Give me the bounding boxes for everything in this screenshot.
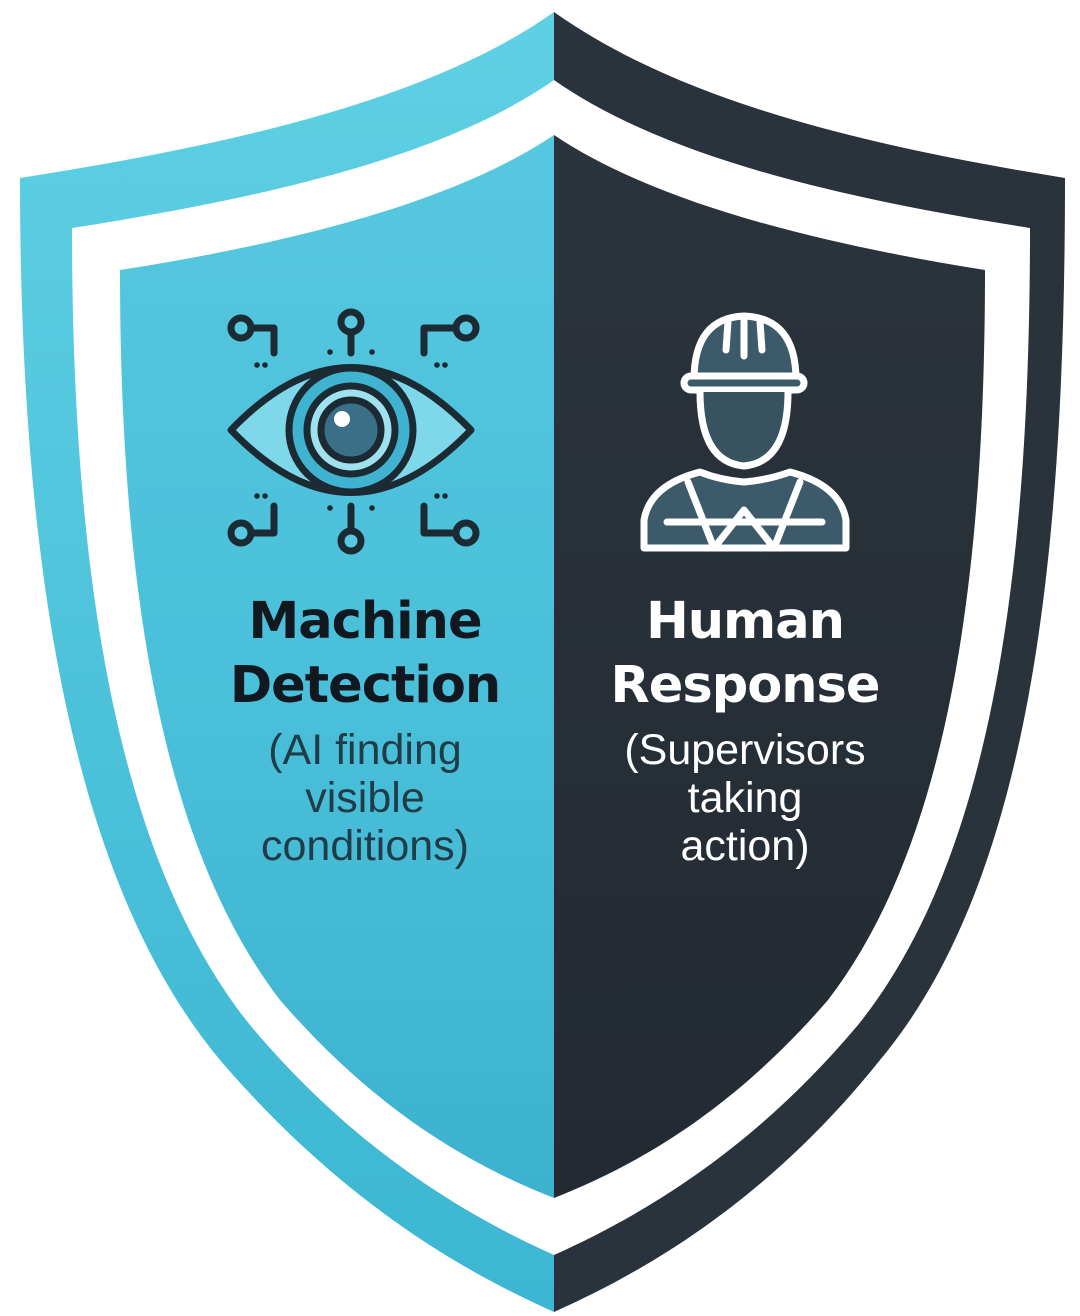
left-subtitle-line-2: visible [305, 774, 425, 822]
shield-inner [120, 135, 985, 1198]
left-title-line-1: Machine [248, 592, 482, 651]
right-title-line-2: Response [610, 656, 880, 715]
worker-hardhat-icon [640, 312, 850, 552]
right-title-line-1: Human [646, 592, 845, 651]
right-subtitle-line-3: action) [680, 822, 810, 870]
circuit-dots [254, 349, 448, 511]
left-subtitle-line-1: (AI finding [268, 726, 462, 774]
human-response-label: Human Response (Supervisors taking actio… [560, 590, 930, 870]
left-title-line-2: Detection [229, 656, 501, 715]
machine-detection-label: Machine Detection (AI finding visible co… [190, 590, 540, 870]
ai-eye-circuit-icon [227, 308, 480, 555]
left-subtitle-line-3: conditions) [261, 822, 469, 870]
right-subtitle-line-1: (Supervisors [624, 726, 866, 774]
right-subtitle-line-2: taking [687, 774, 803, 822]
